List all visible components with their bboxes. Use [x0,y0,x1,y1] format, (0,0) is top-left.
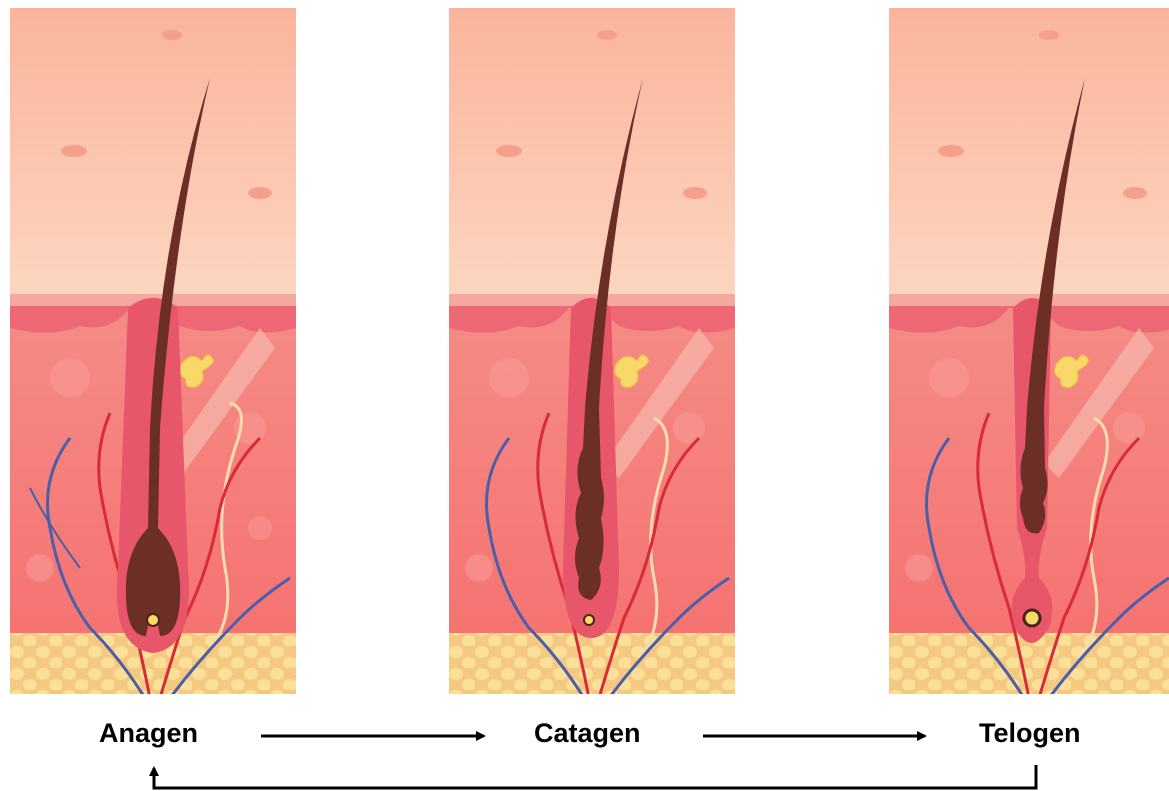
arrow-telogen-to-anagen [154,765,1036,788]
